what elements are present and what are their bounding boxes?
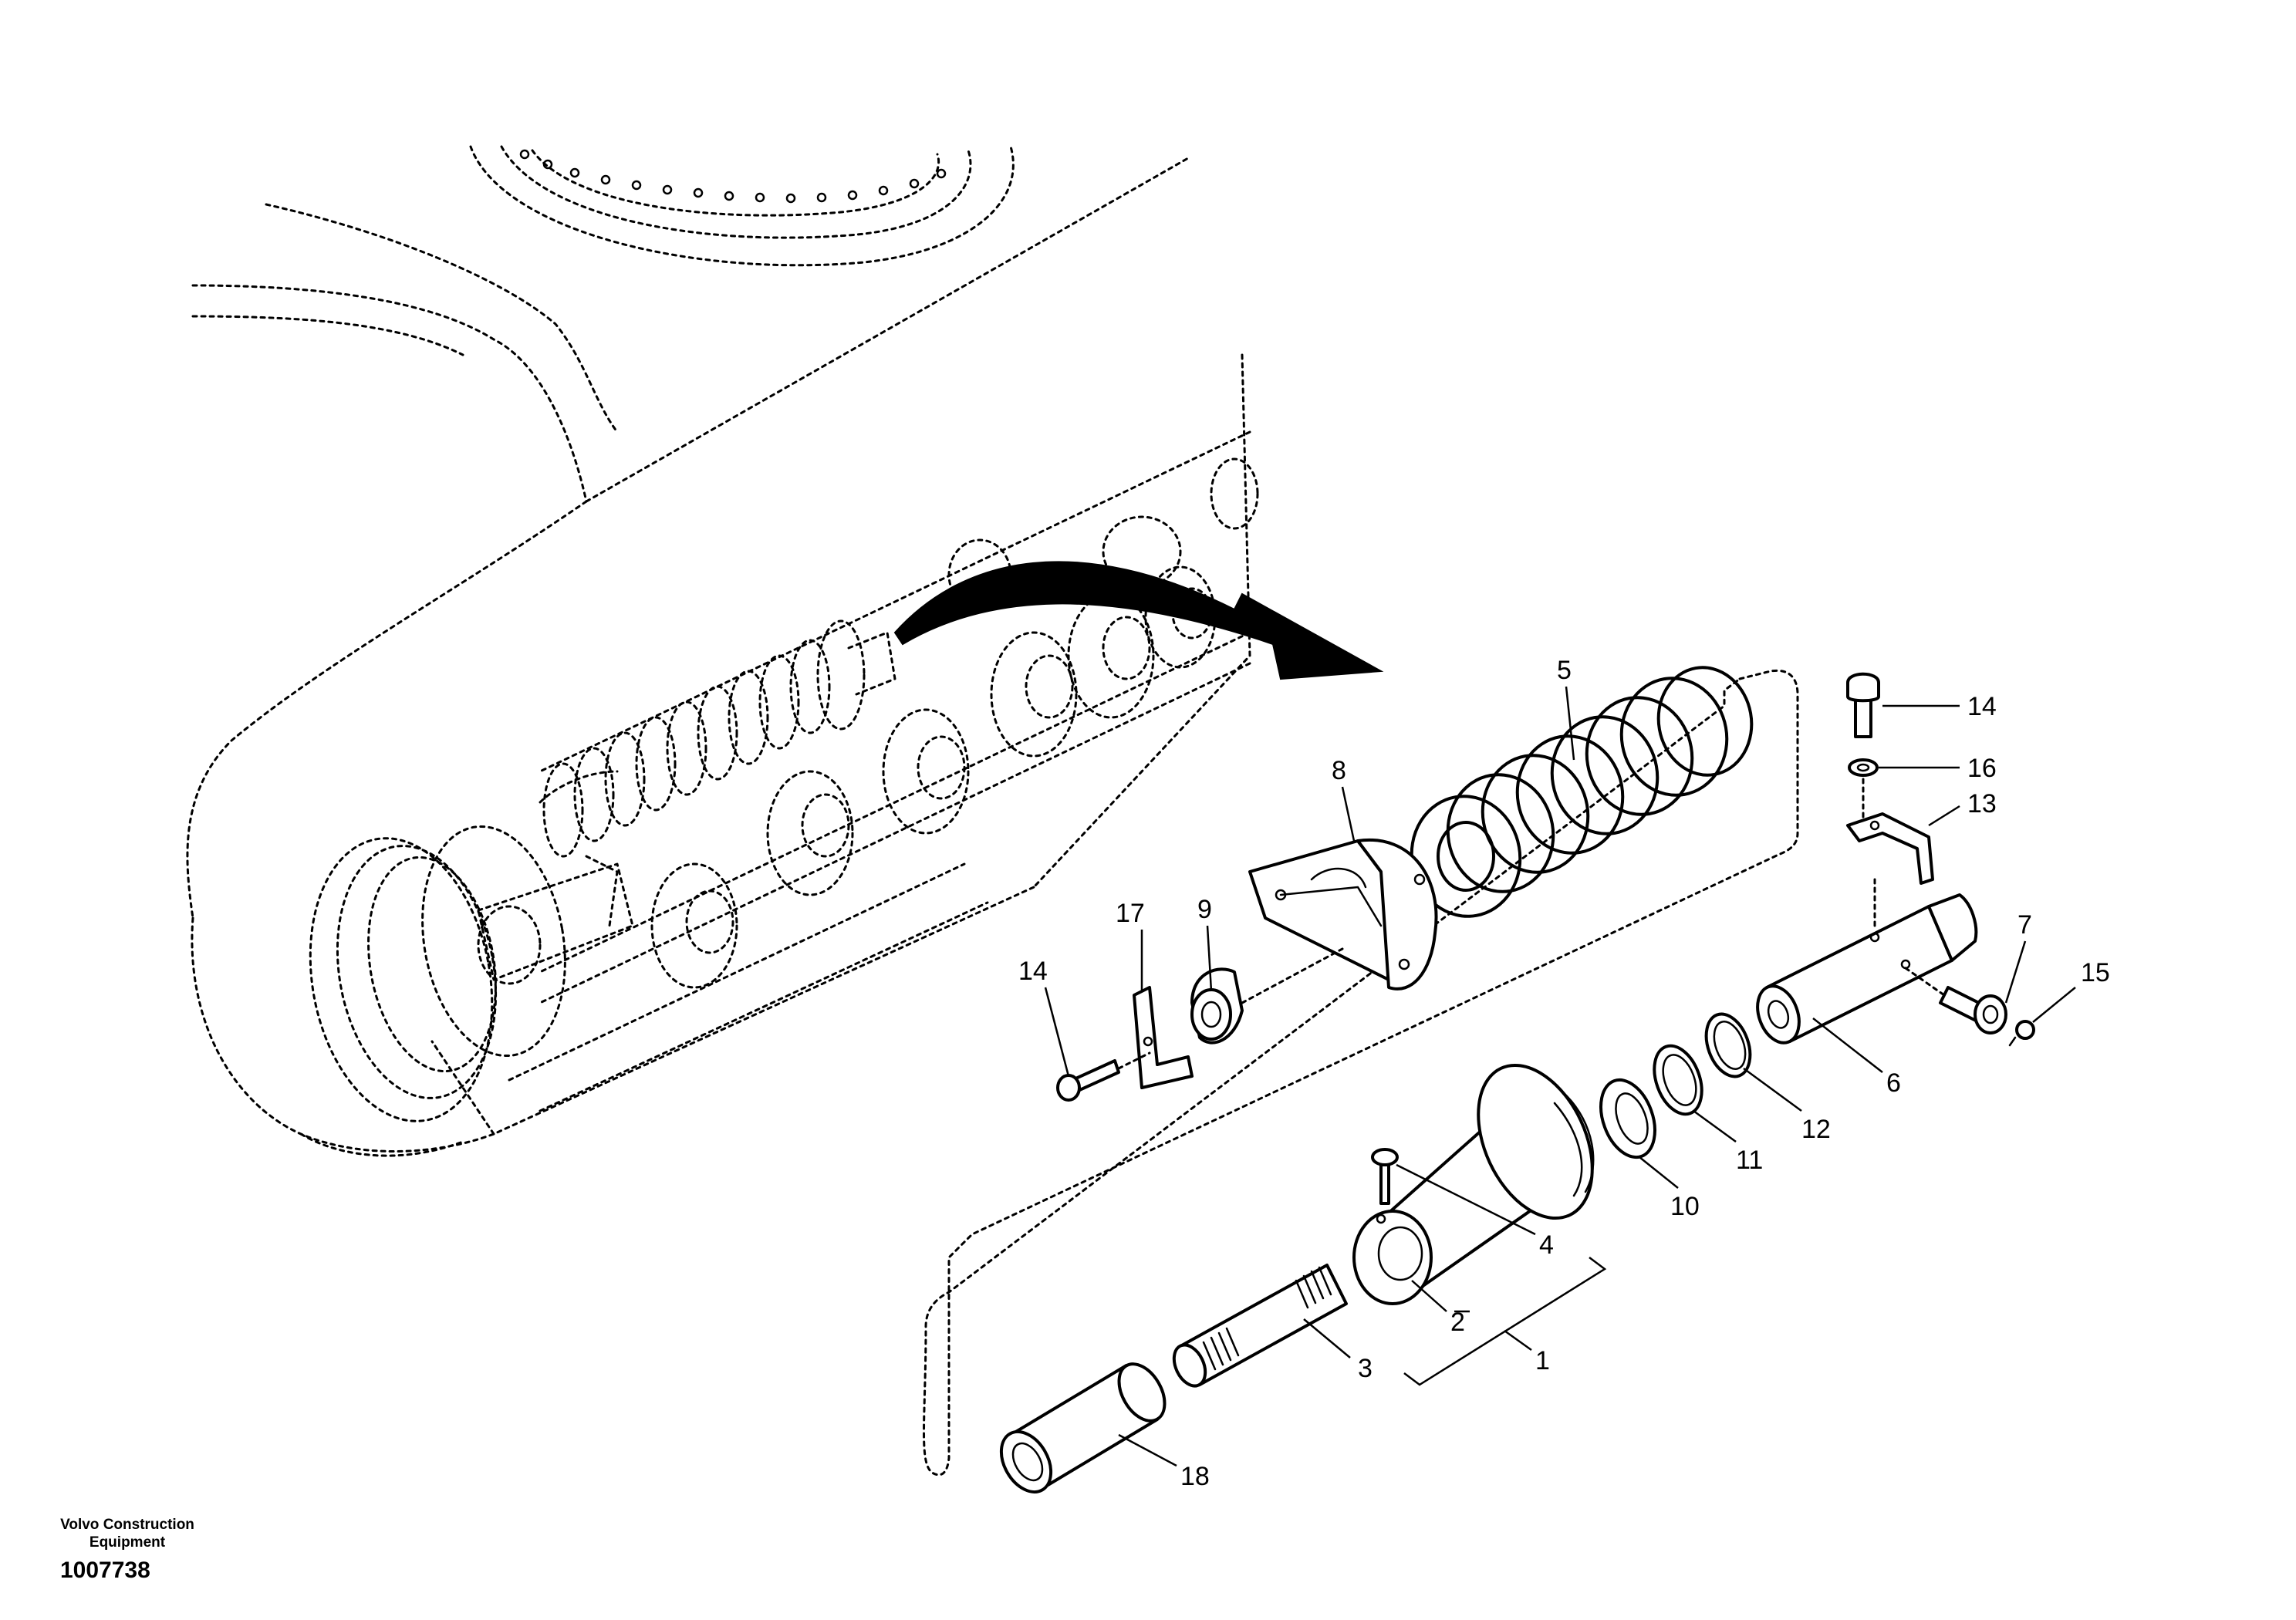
fitting-part-7 (1939, 986, 2007, 1034)
axis-line-6-7 (1904, 967, 1946, 997)
callout-4: 4 (1539, 1230, 1554, 1260)
sleeve-part-18 (999, 1362, 1167, 1493)
installed-spring-context (539, 619, 896, 858)
bolt-part-4 (1371, 1148, 1399, 1205)
callout-2: 2 (1450, 1308, 1465, 1337)
callouts: 5 8 9 17 14 14 16 13 7 15 6 12 11 10 4 2… (1018, 656, 2110, 1491)
callout-3: 3 (1358, 1354, 1373, 1383)
nut-part-9 (1190, 967, 1244, 1045)
cylinder-part-2 (1352, 1063, 1595, 1305)
bracket-part-8 (1248, 838, 1438, 991)
washer-part-16 (1848, 758, 1879, 777)
curved-arrow-icon (893, 561, 1384, 680)
callout-10: 10 (1670, 1192, 1700, 1221)
axis-line-14-17 (1117, 1051, 1151, 1070)
bolt-part-14-right (1846, 672, 1880, 738)
callout-6: 6 (1886, 1068, 1901, 1098)
threaded-rod-part-3 (1172, 1264, 1348, 1388)
brand-line-2: Equipment (89, 1534, 166, 1551)
callout-14-right: 14 (1967, 692, 1997, 721)
seal-part-10 (1599, 1078, 1656, 1159)
axis-line-8-9 (1241, 947, 1344, 1004)
clamp-part-13 (1846, 812, 1934, 885)
drawing-number: 1007738 (60, 1558, 150, 1583)
callout-14-left: 14 (1018, 957, 1048, 986)
callout-18: 18 (1180, 1462, 1210, 1491)
track-frame-context (186, 145, 1259, 1157)
callout-9: 9 (1197, 895, 1212, 924)
callout-12: 12 (1801, 1115, 1831, 1144)
rod-part-6 (1756, 893, 1978, 1045)
leader-lines (1044, 686, 2076, 1467)
callout-5: 5 (1557, 656, 1572, 685)
exploded-view-boundary (923, 669, 1799, 1477)
callout-17: 17 (1116, 899, 1145, 928)
callout-1: 1 (1535, 1346, 1550, 1375)
nipple-part-15 (2008, 1020, 2035, 1047)
spring-part-5 (1410, 666, 1754, 918)
callout-13: 13 (1967, 789, 1997, 818)
bearing-bolt-holes (519, 149, 947, 204)
drawing-label-block: Volvo Construction Equipment 1007738 (31, 1516, 224, 1584)
ring-part-12 (1704, 1012, 1752, 1078)
callout-7: 7 (2017, 910, 2032, 940)
callout-15: 15 (2081, 958, 2110, 987)
callout-16: 16 (1967, 754, 1997, 783)
callout-8: 8 (1332, 756, 1346, 785)
track-rollers-context (650, 457, 1259, 989)
callout-11: 11 (1736, 1146, 1763, 1175)
plate-part-17 (1133, 986, 1194, 1089)
brand-line-1: Volvo Construction (60, 1517, 194, 1533)
ring-part-11 (1653, 1044, 1703, 1116)
